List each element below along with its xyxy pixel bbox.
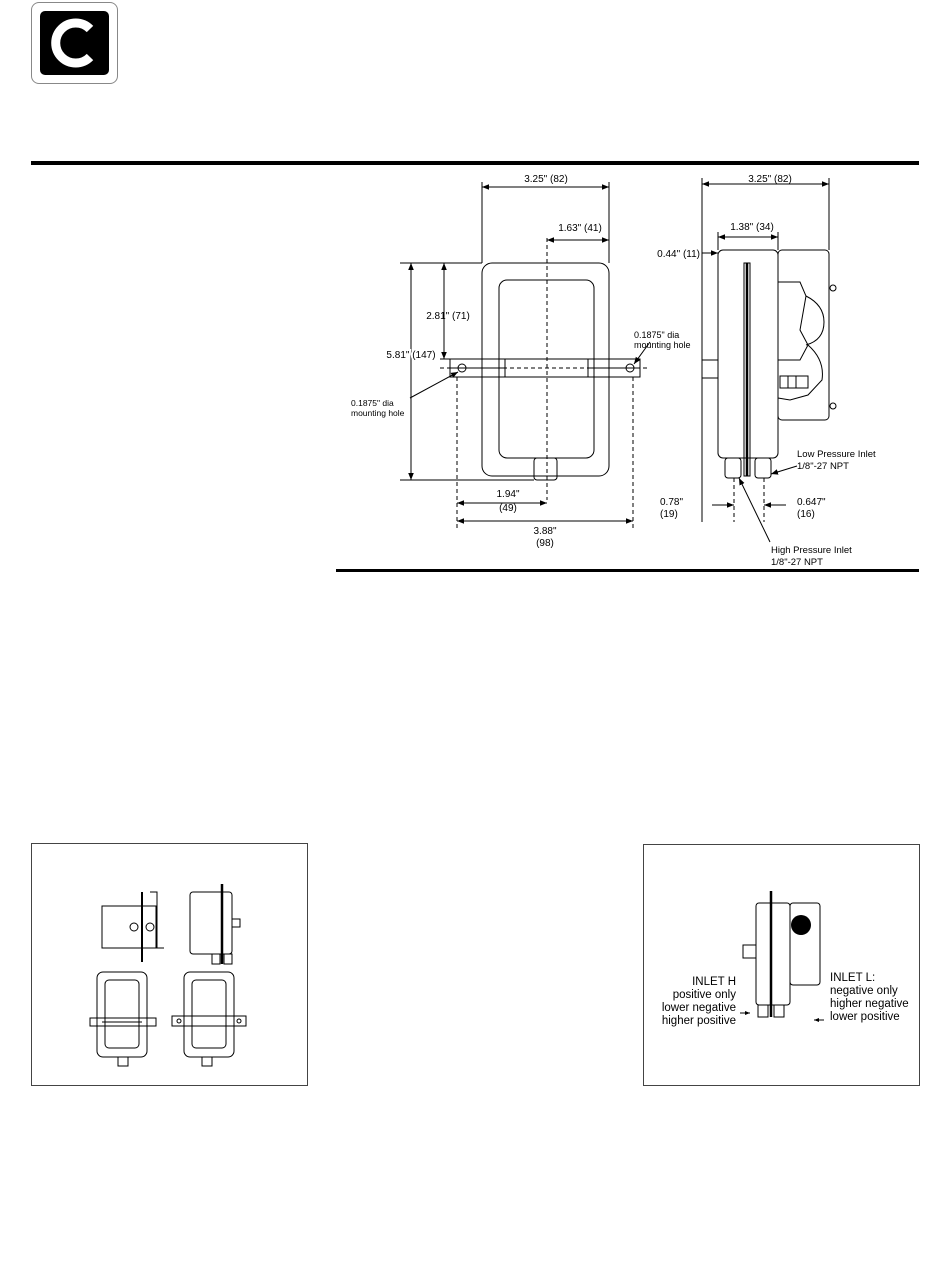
half-span-label-2: (49) [499,503,517,514]
inlet-h-line3: higher positive [662,1015,736,1027]
front-view [449,262,641,481]
mount-hole-left-label-2: mounting hole [351,408,405,418]
bottom-rule [336,569,919,572]
side-width-label: 3.25" (82) [748,174,792,185]
mounting-orientations-panel [31,843,308,1086]
port-right-label-1: 0.647" [797,497,826,508]
port-left-label-1: 0.78" [660,497,683,508]
inlet-l-line3: lower positive [830,1011,900,1023]
mounting-orientations-drawing [89,884,247,1067]
logo-c-icon [51,18,94,68]
inlet-h-line1: positive only [673,989,737,1001]
side-knob-profile [778,281,809,361]
top-rule [31,161,919,165]
inlet-h-line2: lower negative [662,1002,736,1014]
inlet-body-right [789,902,821,986]
front-inner-window [498,279,595,459]
side-adjust-screw [779,375,809,389]
orient-side-body [189,891,233,955]
hole-span-label-2: (98) [536,538,554,549]
front-center-label: 1.63" (41) [558,223,602,234]
side-rear-housing [777,249,830,421]
inlet-panel: INLET H positive only lower negative hig… [643,844,920,1086]
brand-logo [31,2,118,84]
inlet-body-left [755,902,791,1006]
front-port [533,457,558,481]
inlet-l-line2: higher negative [830,998,909,1010]
front-outer-housing [481,262,610,477]
mount-hole-right-label-1: 0.1875" dia [634,330,679,340]
mount-hole-right-label-2: mounting hole [634,340,691,350]
orient-hole-2 [145,922,155,932]
high-port [724,457,742,479]
side-stub [701,359,719,379]
low-inlet-label-2: 1/8"-27 NPT [797,461,849,472]
half-span-label-1: 1.94" [496,489,519,500]
high-inlet-label-2: 1/8"-27 NPT [771,557,823,568]
inlet-indicator-dot [791,915,811,935]
inlet-h-title: INLET H [692,976,736,988]
high-inlet-label-1: High Pressure Inlet [771,545,852,556]
side-offset-label: 0.44" (11) [657,249,700,260]
upper-height-label: 2.81" (71) [426,311,470,322]
orient-bracket-body [101,905,157,949]
side-depth-label: 1.38" (34) [730,222,774,233]
low-port [754,457,772,479]
dimension-drawing: 3.25" (82) 1.63" (41) 2.81" (71) 5.81" (… [351,174,876,568]
inlet-drawing: INLET H positive only lower negative hig… [662,891,909,1027]
low-inlet-label-1: Low Pressure Inlet [797,449,876,460]
inlet-l-title: INLET L: [830,972,875,984]
inlet-l-line1: negative only [830,985,898,997]
logo-badge [40,11,109,75]
front-width-label: 3.25" (82) [524,174,568,185]
hole-span-label-1: 3.88" [533,526,556,537]
mount-hole-left-label-1: 0.1875" dia [351,398,394,408]
inlet-stub [742,944,757,959]
port-right-label-2: (16) [797,509,815,520]
total-height-label: 5.81" (147) [386,350,435,361]
side-view [701,249,837,479]
orient-hole-1 [129,922,139,932]
port-left-label-2: (19) [660,509,678,520]
